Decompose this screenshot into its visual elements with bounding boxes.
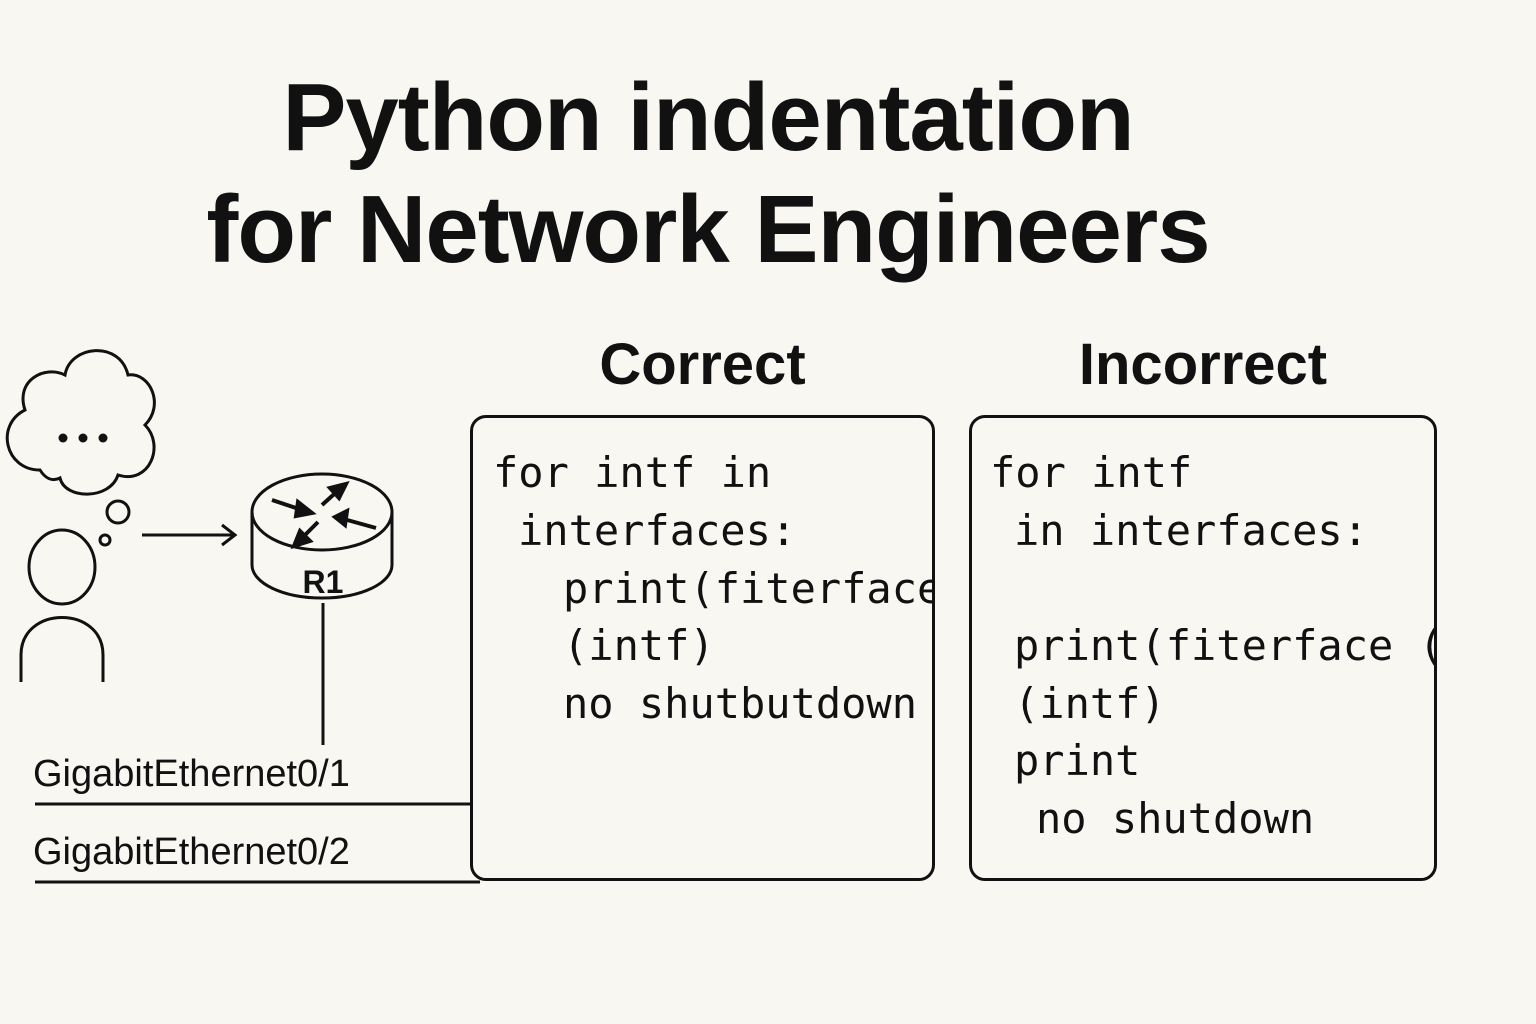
- title-line-2: for Network Engineers: [206, 176, 1210, 283]
- code-line: no shutbutdown: [563, 679, 918, 728]
- code-line: (intf): [563, 621, 715, 670]
- thought-cloud-icon: [5, 349, 156, 547]
- incorrect-heading: Incorrect: [1078, 332, 1328, 397]
- code-line: in interfaces:: [1014, 506, 1369, 555]
- interface-label-gi0-1: GigabitEthernet0/1: [33, 753, 350, 795]
- code-line: print(fiterface: [563, 564, 935, 613]
- thought-ellipsis-icon: [58, 433, 108, 443]
- code-line: for intf: [990, 448, 1193, 497]
- code-line: (intf): [1014, 679, 1166, 728]
- router-arrows-icon: [271, 481, 377, 550]
- arrow-icon: [142, 523, 238, 547]
- router-icon: [250, 472, 394, 600]
- code-line: no shutdown: [1036, 794, 1315, 843]
- title-line-1: Python indentation: [282, 64, 1134, 171]
- correct-code-panel: for intf in interfaces: print(fiterface …: [470, 415, 935, 881]
- page-title: Python indentation for Network Engineers: [0, 62, 1416, 286]
- person-icon: [19, 528, 105, 682]
- incorrect-code-panel: for intf in interfaces: print(fiterface …: [969, 415, 1437, 881]
- correct-heading: Correct: [599, 332, 806, 397]
- code-line: for intf in: [493, 448, 772, 497]
- code-line: interfaces:: [518, 506, 797, 555]
- interface-label-gi0-2: GigabitEthernet0/2: [33, 831, 350, 873]
- router-label: R1: [303, 564, 344, 600]
- code-line: print: [1014, 736, 1141, 785]
- code-line: print(fiterface (: [1014, 621, 1437, 670]
